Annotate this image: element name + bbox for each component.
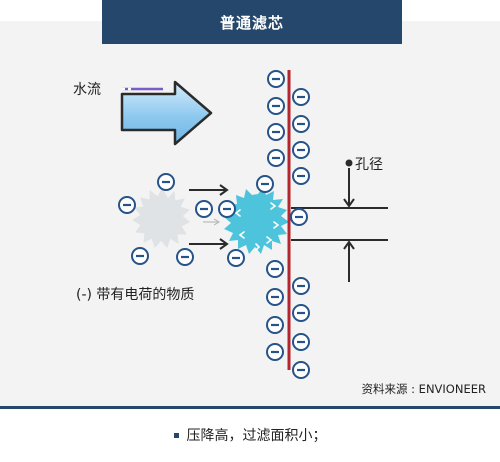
negative-ion-icon [218,200,236,218]
pore-size-label: 孔径 [355,157,383,173]
caption: 压降高，过滤面积小； [0,425,500,445]
water-flow-label: 水流 [73,82,101,98]
bullet-icon [173,432,179,438]
flow-arrows [189,184,229,250]
negative-ion-icon [266,343,284,361]
negative-ion-icon [227,249,245,267]
source-note: 资料来源 : ENVIONEER [361,382,487,396]
negative-ion-icon [292,167,310,185]
negative-ion-icon [157,173,175,191]
diagram-title: 普通滤芯 [102,0,402,44]
negative-ion-icon [176,248,194,266]
negative-ion-icon [267,97,285,115]
neutral-particle [132,187,190,248]
pore-channel [291,168,388,282]
negative-ion-icon [195,200,213,218]
negative-ion-icon [292,141,310,159]
negative-ion-icon [292,304,310,322]
negative-ion-icon [256,175,274,193]
charged-matter-label: (-) 带有电荷的物质 [76,287,195,303]
negative-ion-icon [266,316,284,334]
negative-ion-icon [266,288,284,306]
negative-ion-icon [131,247,149,265]
negative-ion-icon [292,277,310,295]
negative-ion-icon [292,361,310,379]
negative-ion-icon [292,333,310,351]
charged-particle [224,186,289,254]
negative-ion-icon [290,208,308,226]
negative-ion-icon [267,149,285,167]
negative-ion-icon [267,123,285,141]
negative-ion-icon [267,70,285,88]
negative-ion-icon [292,88,310,106]
caption-text: 压降高，过滤面积小； [186,428,327,444]
negative-ion-icon [266,260,284,278]
negative-ion-icon [118,196,136,214]
pore-label-dot [345,159,353,167]
water-flow-arrow [120,80,213,146]
negative-ions [118,70,310,379]
negative-ion-icon [292,115,310,133]
